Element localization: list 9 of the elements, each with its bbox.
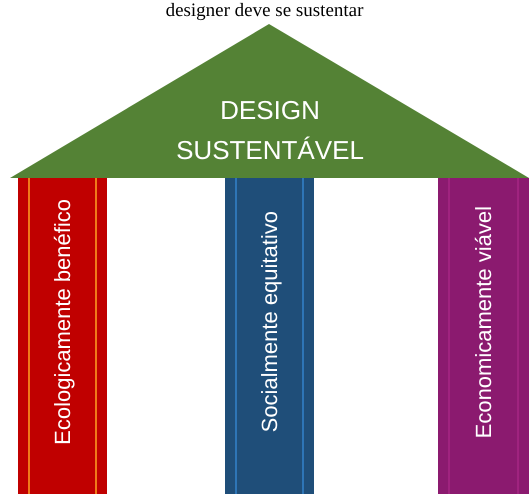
caption-text: designer deve se sustentar [164,0,364,22]
pillar [225,178,314,494]
pillar [438,178,529,494]
pillar-label: Socialmente equitativo [256,211,282,433]
roof-triangle [10,24,529,178]
pillar-label: Economicamente viável [470,206,496,438]
pillar-label: Ecologicamente benéfico [50,199,76,445]
pillar [18,178,107,494]
roof-title: DESIGN SUSTENTÁVEL [175,94,365,167]
